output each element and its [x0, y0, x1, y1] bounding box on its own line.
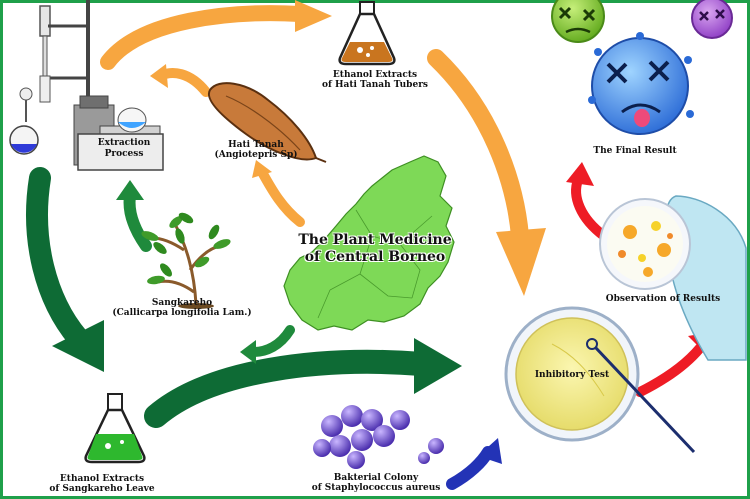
sangkareho-label-line1: Sangkareho — [151, 298, 213, 308]
arrow-ethanol-hati-to-test — [427, 49, 529, 245]
ethanol-hati-label: Ethanol Extracts of Hati Tanah Tubers — [300, 70, 450, 91]
virus-purple-icon — [691, 0, 733, 39]
virus-blue-icon — [588, 32, 694, 135]
hati-tanah-label-line1: Hati Tanah — [228, 140, 284, 150]
extraction-label: Extraction Process — [86, 138, 162, 161]
arrow-sangkareho-to-extraction — [123, 190, 152, 252]
bacterial-colony-label-line2: of Staphylococcus aureus — [311, 483, 441, 494]
observation-dish-icon — [599, 195, 747, 361]
observation-label: Observation of Results — [605, 294, 721, 304]
central-borneo-map — [283, 155, 455, 331]
extraction-label-line1: Extraction — [97, 138, 151, 148]
inhibitory-test-label: Inhibitory Test — [534, 370, 610, 380]
arrow-extraction-to-ethanol-sangkareho — [26, 167, 89, 349]
sangkareho-plant-icon — [141, 212, 231, 309]
virus-green-icon — [551, 0, 605, 43]
ethanol-sangkareho-label-line2: of Sangkareho Leave — [49, 484, 155, 495]
hati-tanah-label: Hati Tanah (Angiotepris Sp) — [196, 140, 316, 161]
sangkareho-label: Sangkareho (Callicarpa longifolia Lam.) — [98, 298, 266, 319]
extraction-apparatus-icon — [9, 0, 164, 171]
bacterial-colony-label: Bakterial Colony of Staphylococcus aureu… — [294, 473, 458, 494]
ethanol-sangkareho-flask-icon — [84, 393, 146, 464]
hati-tanah-tuber-icon — [207, 82, 327, 163]
arrow-test-to-observation — [635, 343, 705, 397]
ethanol-hati-label-line1: Ethanol Extracts — [332, 70, 418, 80]
inhibitory-test-dish-icon — [504, 306, 696, 454]
arrow-map-to-hati — [257, 167, 305, 227]
arrow-ethanol-sangkareho-to-test — [144, 349, 434, 428]
arrow-extraction-to-ethanol-hati — [100, 5, 308, 70]
ethanol-hati-flask-icon — [338, 1, 396, 66]
sangkareho-label-line2: (Callicarpa longifolia Lam.) — [112, 308, 252, 319]
extraction-label-line2: Process — [104, 149, 144, 160]
bacterial-colony-label-line1: Bakterial Colony — [333, 473, 419, 483]
ethanol-sangkareho-label-line1: Ethanol Extracts — [59, 474, 145, 484]
ethanol-sangkareho-label: Ethanol Extracts of Sangkareho Leave — [34, 474, 170, 495]
map-title-line2: of Central Borneo — [304, 248, 446, 265]
arrow-observation-to-final — [571, 175, 609, 241]
map-title: The Plant Medicine of Central Borneo — [280, 232, 470, 266]
final-result-label: The Final Result — [593, 146, 677, 156]
map-title-line1: The Plant Medicine — [298, 232, 452, 248]
bacterial-colony-icon — [313, 405, 444, 469]
ethanol-hati-label-line2: of Hati Tanah Tubers — [321, 80, 428, 91]
arrow-map-to-sangkareho — [249, 325, 295, 357]
hati-tanah-label-line2: (Angiotepris Sp) — [214, 150, 298, 161]
